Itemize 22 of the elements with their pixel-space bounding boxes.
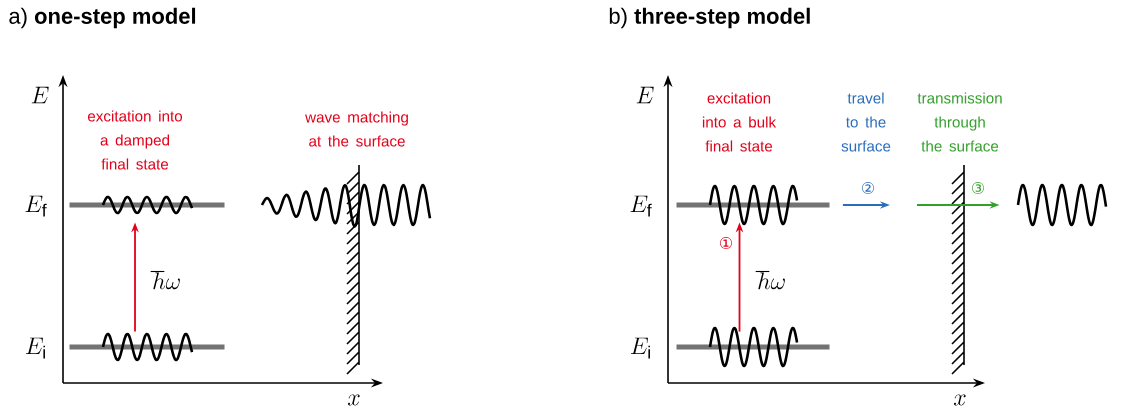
edge-label: $\hbar\omega$ (753, 268, 789, 292)
energy-level (676, 202, 830, 208)
level-label: $E_\mathrm{f}$ (25, 195, 47, 217)
wave-drawing (1016, 183, 1108, 227)
energy-level (69, 344, 225, 350)
step-caption: travel to the surface (841, 92, 891, 152)
level-label: $E_\mathrm{i}$ (630, 337, 650, 359)
level-label: $E_\mathrm{i}$ (25, 337, 45, 359)
axis-label: $E$ (636, 86, 654, 104)
panel-title: a) one-step model (9, 7, 196, 29)
axis-label: $x$ (348, 394, 360, 406)
axis-label: $x$ (954, 394, 966, 406)
edge-label: ③ (968, 180, 988, 196)
step-number: ① (720, 237, 732, 249)
axis-label: $E$ (31, 86, 49, 104)
level-label: $E_\mathrm{f}$ (630, 195, 652, 217)
panel-title: b) three-step model (609, 7, 810, 29)
energy-level (676, 344, 830, 350)
energy-level (69, 202, 225, 208)
edge-label: $\hbar\omega$ (148, 268, 184, 292)
edge-label: ② (858, 180, 878, 196)
step-caption: wave matching at the surface (305, 111, 408, 147)
